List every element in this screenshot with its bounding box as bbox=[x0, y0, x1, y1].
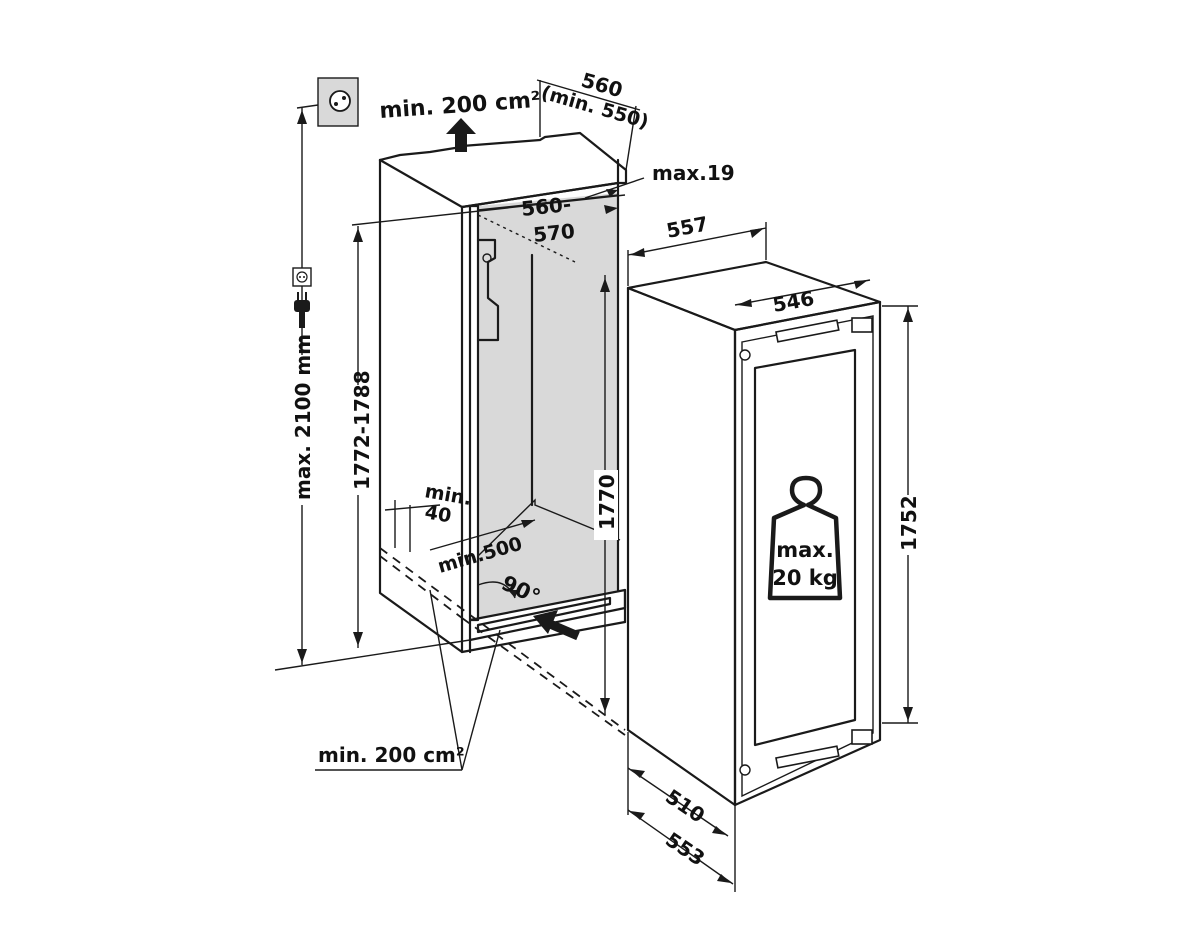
min-40-value: 40 bbox=[423, 501, 453, 527]
niche-inner-frame bbox=[468, 204, 480, 622]
appliance: max. 20 kg bbox=[626, 260, 882, 807]
bottom-vent: min. 200 cm² bbox=[315, 589, 580, 771]
bottom-hinge bbox=[851, 729, 873, 745]
depth-510: 510 bbox=[661, 784, 709, 827]
weight-max: max. bbox=[776, 538, 834, 562]
niche-outline bbox=[378, 158, 620, 654]
weight-icon: max. 20 kg bbox=[767, 475, 843, 601]
niche-top-edge bbox=[378, 131, 628, 185]
appliance-front bbox=[733, 300, 882, 807]
weight-20kg: 20 kg bbox=[772, 566, 838, 590]
air-arrow-in-icon bbox=[533, 610, 580, 641]
depth-553: 553 bbox=[661, 827, 709, 870]
inner-width-570: 570 bbox=[532, 219, 576, 247]
left-dimensions: max. 2100 mm 1772-1788 min. 40 min.500 9… bbox=[274, 104, 544, 671]
hinge-bracket bbox=[476, 238, 500, 342]
socket-small-icon bbox=[292, 267, 312, 287]
max-height-2100: max. 2100 mm bbox=[291, 334, 315, 500]
vent-bottom-label: min. 200 cm² bbox=[318, 743, 465, 767]
niche-interior bbox=[478, 193, 618, 618]
top-hinge bbox=[851, 317, 873, 333]
depth-557: 557 bbox=[664, 211, 710, 243]
height-1752: 1752 bbox=[897, 495, 921, 551]
top-hinge-bar bbox=[775, 319, 840, 343]
appliance-side bbox=[626, 286, 737, 807]
glass-door bbox=[753, 348, 857, 747]
installation-niche bbox=[378, 131, 628, 736]
door-height-1770: 1770 bbox=[595, 474, 619, 530]
air-arrow-up-icon bbox=[446, 118, 476, 152]
niche-top-side bbox=[378, 158, 464, 209]
width-546: 546 bbox=[771, 286, 816, 317]
appliance-top bbox=[626, 260, 882, 332]
floor-dashed-line bbox=[379, 547, 626, 731]
offset-max-19: max.19 bbox=[652, 161, 735, 185]
floor-line bbox=[274, 639, 471, 671]
door-height-dim: 1770 bbox=[594, 275, 619, 715]
bottom-hinge-bar bbox=[775, 745, 840, 769]
niche-height-1772-1788: 1772-1788 bbox=[350, 370, 374, 490]
inner-width-560: 560- bbox=[520, 192, 572, 221]
power-socket-icon bbox=[317, 77, 359, 127]
vent-top-label: min. 200 cm² bbox=[379, 88, 542, 124]
plug-icon bbox=[294, 292, 310, 328]
niche-top-front bbox=[460, 181, 620, 209]
